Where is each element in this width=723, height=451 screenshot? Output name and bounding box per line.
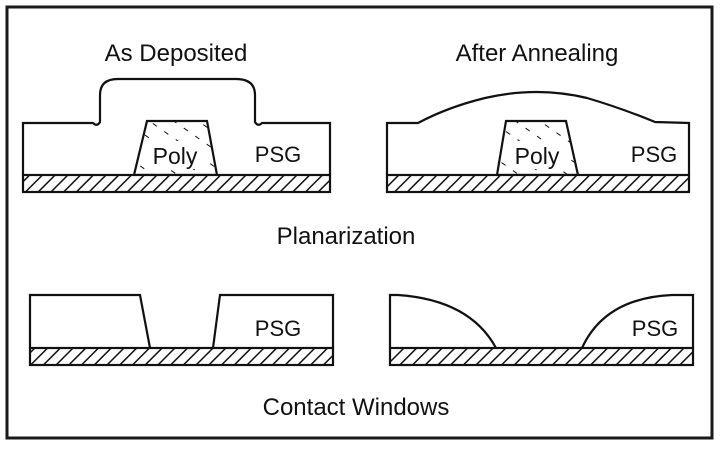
psg-left-block-sharp (28, 293, 152, 349)
substrate-window-sharp (28, 346, 335, 367)
psg-layer-as-deposited (21, 77, 332, 175)
caption-planarization: Planarization (277, 223, 416, 250)
panel-as-deposited: As Deposited Poly PSG (21, 40, 332, 194)
panel-window-sharp: PSG (28, 293, 335, 367)
psg-right-block-sharp (211, 293, 335, 349)
caption-contact-windows: Contact Windows (263, 394, 450, 421)
psg-label-as-deposited: PSG (255, 142, 301, 167)
panel-after-annealing: After Annealing Poly PSG (385, 40, 691, 194)
psg-label-window-rounded: PSG (632, 316, 678, 341)
panel-title-after-annealing: After Annealing (456, 40, 619, 67)
panel-title-as-deposited: As Deposited (105, 40, 248, 67)
psg-left-block-rounded (388, 293, 497, 349)
psg-label-window-sharp: PSG (255, 316, 301, 341)
substrate-after-annealing (385, 173, 691, 194)
panel-window-rounded: PSG (388, 293, 695, 367)
poly-label-bg-after-annealing (508, 141, 566, 169)
substrate-as-deposited (21, 173, 332, 194)
psg-right-block-rounded (581, 293, 695, 349)
poly-label-bg-as-deposited (146, 141, 204, 169)
psg-layer-after-annealing (385, 90, 691, 175)
psg-label-after-annealing: PSG (631, 142, 677, 167)
poly-label-as-deposited: Poly (153, 143, 198, 169)
substrate-window-rounded (388, 346, 695, 367)
poly-label-after-annealing: Poly (515, 143, 560, 169)
